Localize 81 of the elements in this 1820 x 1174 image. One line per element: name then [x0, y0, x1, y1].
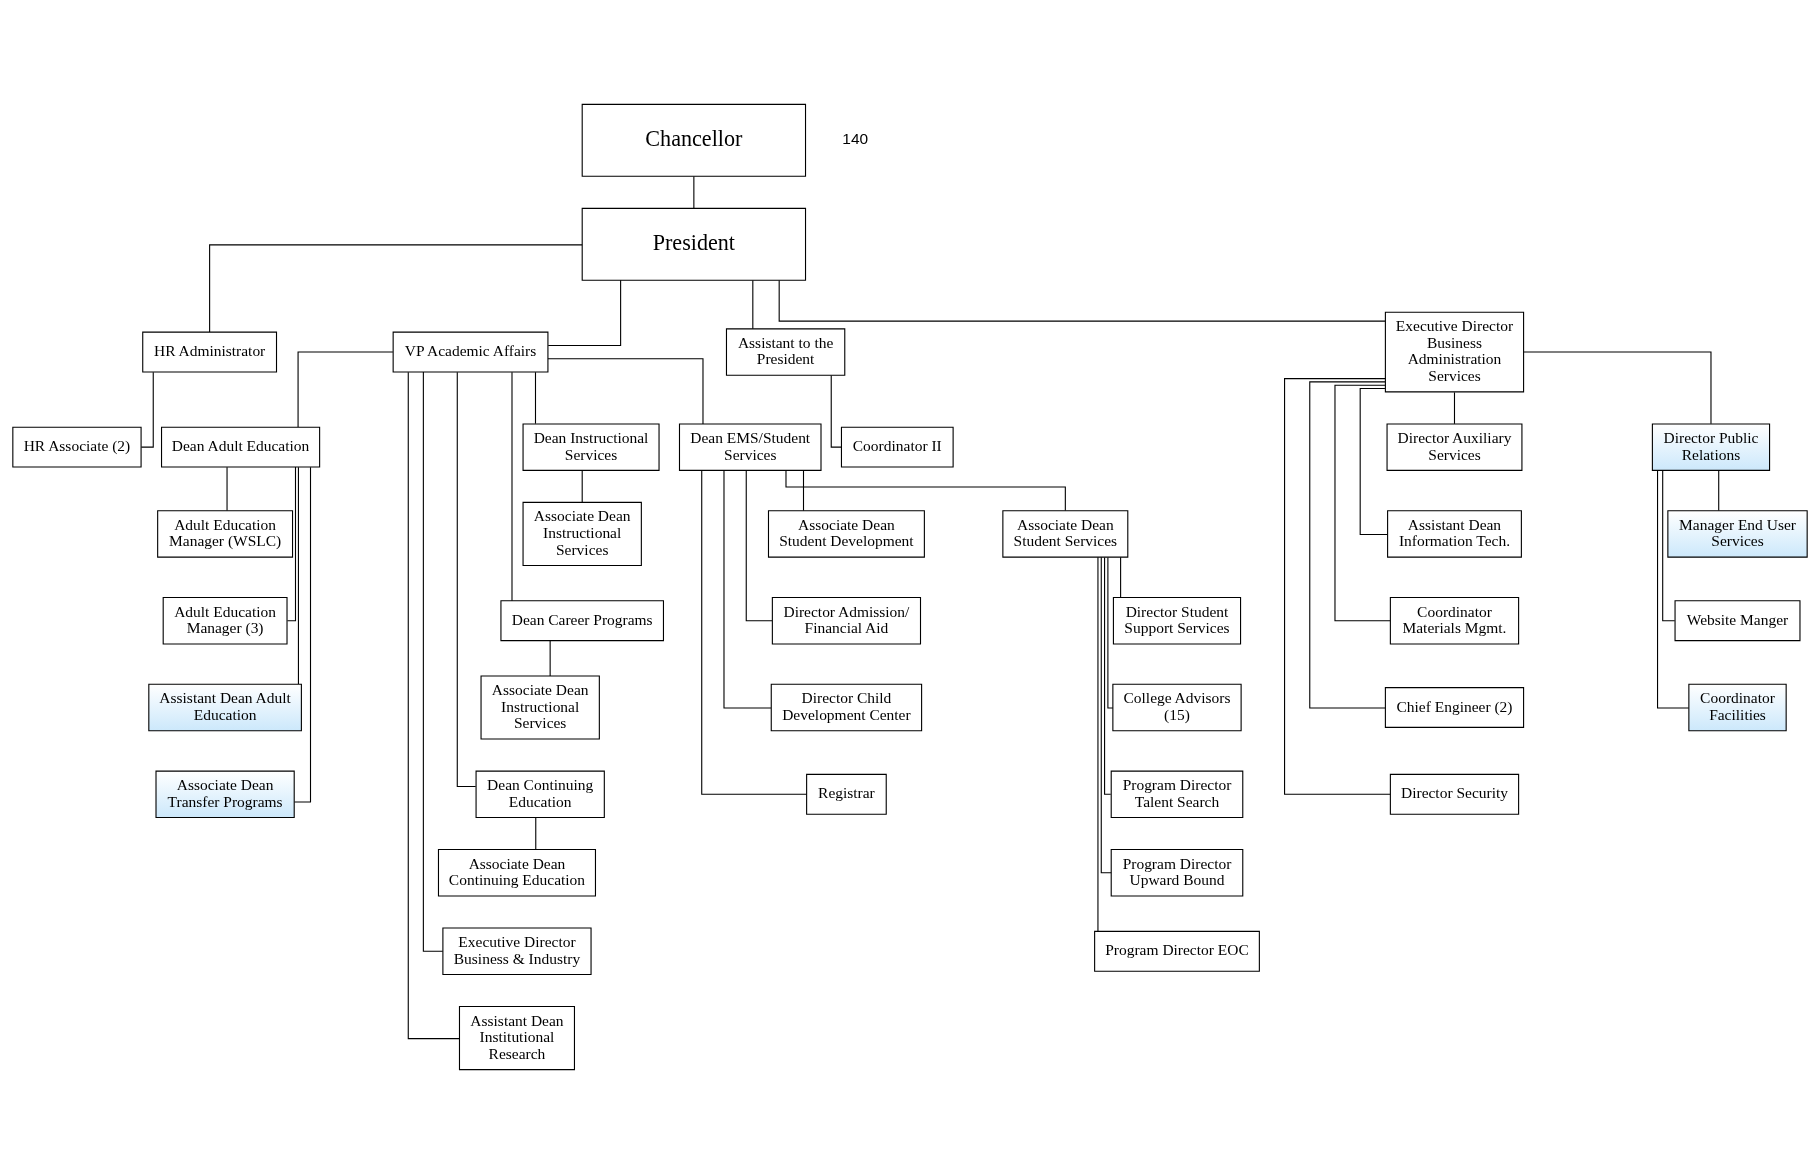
connector — [1718, 469, 1720, 512]
node-box: Associate Dean Student Development — [767, 510, 925, 558]
connector — [1104, 556, 1112, 795]
connector — [723, 470, 772, 709]
connector — [701, 469, 808, 795]
node-box: Director Public Relations — [1651, 423, 1771, 471]
connector — [549, 640, 551, 677]
connector — [1453, 391, 1456, 425]
node-box: Assistant to the President — [725, 328, 846, 376]
node-box: HR Associate (2) — [12, 426, 142, 468]
connector — [209, 244, 583, 333]
connector — [1334, 384, 1391, 622]
node-box: Assistant Dean Adult Education — [148, 683, 302, 732]
connector — [226, 466, 228, 512]
connector — [1120, 556, 1122, 598]
connector — [286, 466, 297, 622]
node-box: Director Auxiliary Services — [1386, 423, 1523, 471]
node-box: VP Academic Affairs — [392, 331, 549, 373]
connector — [785, 470, 1066, 511]
node-box: Director Child Development Center — [770, 683, 923, 732]
connector — [407, 371, 460, 1040]
connector — [1107, 556, 1114, 709]
node-box: Director Student Support Services — [1112, 596, 1242, 645]
node-box: Website Manger — [1674, 600, 1801, 642]
node-box: Manager End User Services — [1667, 510, 1808, 558]
connector — [535, 817, 537, 850]
node-box: College Advisors (15) — [1112, 683, 1242, 732]
connector — [1100, 556, 1112, 874]
node-box: Associate Dean Continuing Education — [437, 849, 597, 897]
connector — [297, 351, 394, 428]
connector — [745, 470, 773, 622]
connector — [511, 371, 513, 602]
connector — [802, 469, 805, 512]
connector — [1662, 470, 1676, 622]
node-box: Chancellor — [581, 103, 807, 177]
node-box: Dean Continuing Education — [475, 770, 605, 819]
node-box: Director Admission/ Financial Aid — [771, 596, 922, 645]
connector — [534, 371, 537, 425]
node-box: Program Director Talent Search — [1110, 770, 1244, 819]
node-box: Dean Adult Education — [160, 426, 321, 468]
node-box: Coordinator II — [840, 426, 954, 468]
connector — [693, 175, 695, 209]
node-box: Director Security — [1389, 773, 1520, 815]
node-box: Dean EMS/Student Services — [678, 423, 822, 471]
connector — [1097, 556, 1099, 932]
node-box: Coordinator Facilities — [1688, 683, 1787, 732]
node-box: Assistant Dean Information Tech. — [1387, 510, 1522, 558]
connector — [547, 358, 704, 425]
connector — [1657, 470, 1690, 709]
connector — [1359, 388, 1388, 536]
node-box: Coordinator Materials Mgmt. — [1389, 596, 1520, 645]
connector — [1309, 381, 1386, 709]
node-box: Dean Career Programs — [500, 600, 664, 642]
connector — [778, 279, 1386, 322]
connector — [830, 375, 842, 448]
connector — [140, 371, 154, 448]
node-box: Chief Engineer (2) — [1384, 687, 1525, 728]
connector — [297, 466, 299, 685]
node-box: Associate Dean Transfer Programs — [155, 770, 295, 819]
node-box: Associate Dean Instructional Services — [522, 501, 642, 566]
node-box: Associate Dean Student Services — [1002, 510, 1129, 558]
node-box: President — [581, 207, 807, 281]
node-box: Adult Education Manager (WSLC) — [157, 510, 294, 558]
node-box: Dean Instructional Services — [522, 423, 660, 471]
connector — [1523, 351, 1712, 425]
node-box: Associate Dean Instructional Services — [480, 675, 600, 740]
connector — [547, 279, 622, 346]
connector — [293, 466, 312, 803]
node-box: Assistant Dean Institutional Research — [458, 1006, 575, 1071]
connector — [1284, 378, 1391, 795]
node-box: Adult Education Manager (3) — [162, 596, 288, 645]
node-box: Registrar — [806, 773, 887, 815]
node-box: Executive Director Business Administration Services — [1384, 311, 1525, 393]
connector — [752, 279, 754, 330]
node-box: Program Director EOC — [1094, 930, 1260, 972]
node-box: Program Director Upward Bound — [1110, 849, 1244, 897]
label: 140 — [842, 130, 869, 148]
connector — [422, 371, 444, 952]
node-box: HR Administrator — [142, 331, 278, 373]
connector — [581, 469, 583, 503]
node-box: Executive Director Business & Industry — [442, 927, 592, 976]
